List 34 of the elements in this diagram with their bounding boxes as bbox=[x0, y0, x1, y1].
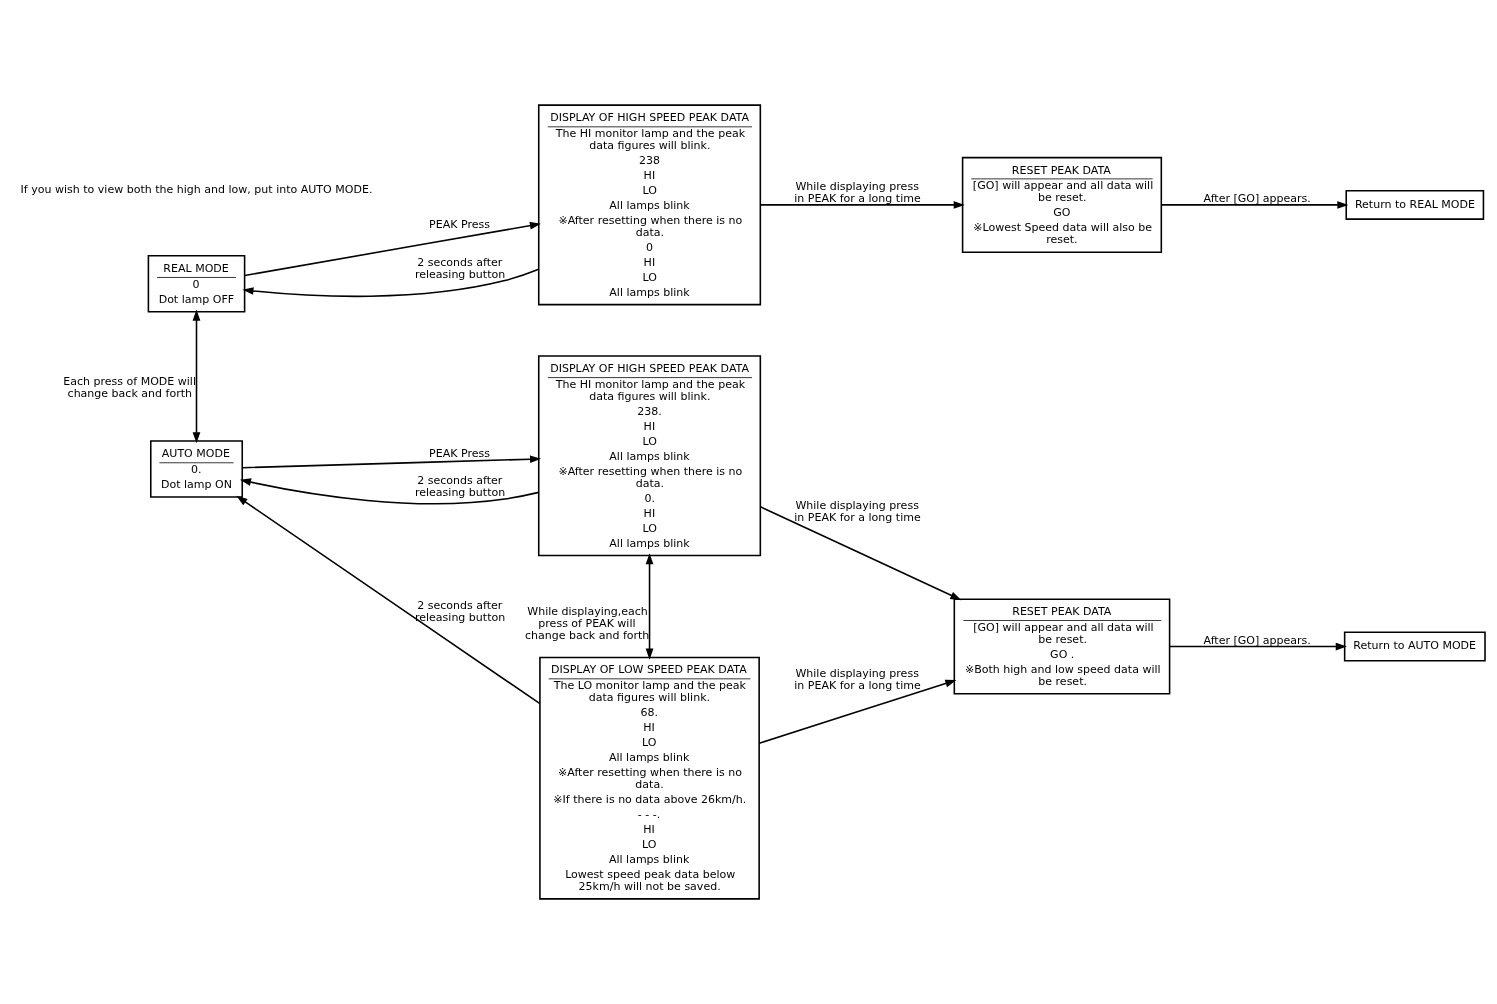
label: If you wish to view both the high and low, put into AUTO MODE. bbox=[20, 182, 373, 196]
node-box: DISPLAY OF HIGH SPEED PEAK DATA The HI monitor lamp and the peak data figures will blink. 238. HI LO All lamps blink ※After resetting when there is no data. 0. HI LO All lamps blink bbox=[537, 355, 762, 557]
edge-label: While displaying press in PEAK for a long time bbox=[794, 667, 921, 693]
node-box: Return to REAL MODE bbox=[1345, 189, 1485, 220]
edge-label: PEAK Press bbox=[429, 217, 490, 231]
node-box: AUTO MODE 0. Dot lamp ON bbox=[150, 440, 244, 498]
node-box: REAL MODE 0 Dot lamp OFF bbox=[147, 255, 246, 313]
edge-label: 2 seconds after releasing button bbox=[414, 474, 506, 500]
edge-label: 2 seconds after releasing button bbox=[414, 255, 506, 281]
arrow bbox=[759, 506, 962, 601]
edge-label: After [GO] appears. bbox=[1203, 191, 1311, 205]
arrow bbox=[242, 268, 540, 298]
arrow bbox=[645, 553, 654, 660]
arrow bbox=[241, 455, 542, 469]
node-box: DISPLAY OF HIGH SPEED PEAK DATA The HI monitor lamp and the peak data figures will blink. 238 HI LO All lamps blink ※After resetting when there is no data. 0 HI LO All lamps blink bbox=[537, 104, 762, 306]
node-box: DISPLAY OF LOW SPEED PEAK DATA The LO monitor lamp and the peak data figures will blink. 68. HI LO All lamps blink ※After resetting when there is no data. ※If there is no data above 26km/h. - - -. HI LO All lamps blink Lowest speed peak data below 25km/h will not be saved. bbox=[539, 656, 760, 900]
edge-label: Each press of MODE will change back and forth bbox=[63, 375, 196, 401]
arrow bbox=[759, 201, 965, 209]
node-box: RESET PEAK DATA [GO] will appear and all data will be reset. GO . ※Both high and low speed data will be reset. bbox=[953, 598, 1171, 695]
arrow bbox=[236, 495, 541, 705]
edge-label: After [GO] appears. bbox=[1203, 633, 1311, 647]
arrow bbox=[192, 309, 201, 444]
edge-label: While displaying press in PEAK for a long time bbox=[794, 498, 921, 524]
arrow bbox=[1169, 642, 1347, 651]
node-box: Return to AUTO MODE bbox=[1343, 631, 1486, 662]
edge-label: While displaying press in PEAK for a long time bbox=[794, 180, 921, 205]
arrow bbox=[239, 478, 540, 505]
arrow bbox=[243, 221, 541, 277]
edge-label: PEAK Press bbox=[429, 447, 490, 461]
edge-label: While displaying,each press of PEAK will change back and forth bbox=[524, 605, 650, 642]
edge-label: 2 seconds after releasing button bbox=[414, 598, 506, 624]
arrow bbox=[1160, 201, 1349, 209]
arrow bbox=[758, 679, 957, 745]
node-box: RESET PEAK DATA [GO] will appear and all data will be reset. GO ※Lowest Speed data will also be reset. bbox=[961, 156, 1163, 253]
